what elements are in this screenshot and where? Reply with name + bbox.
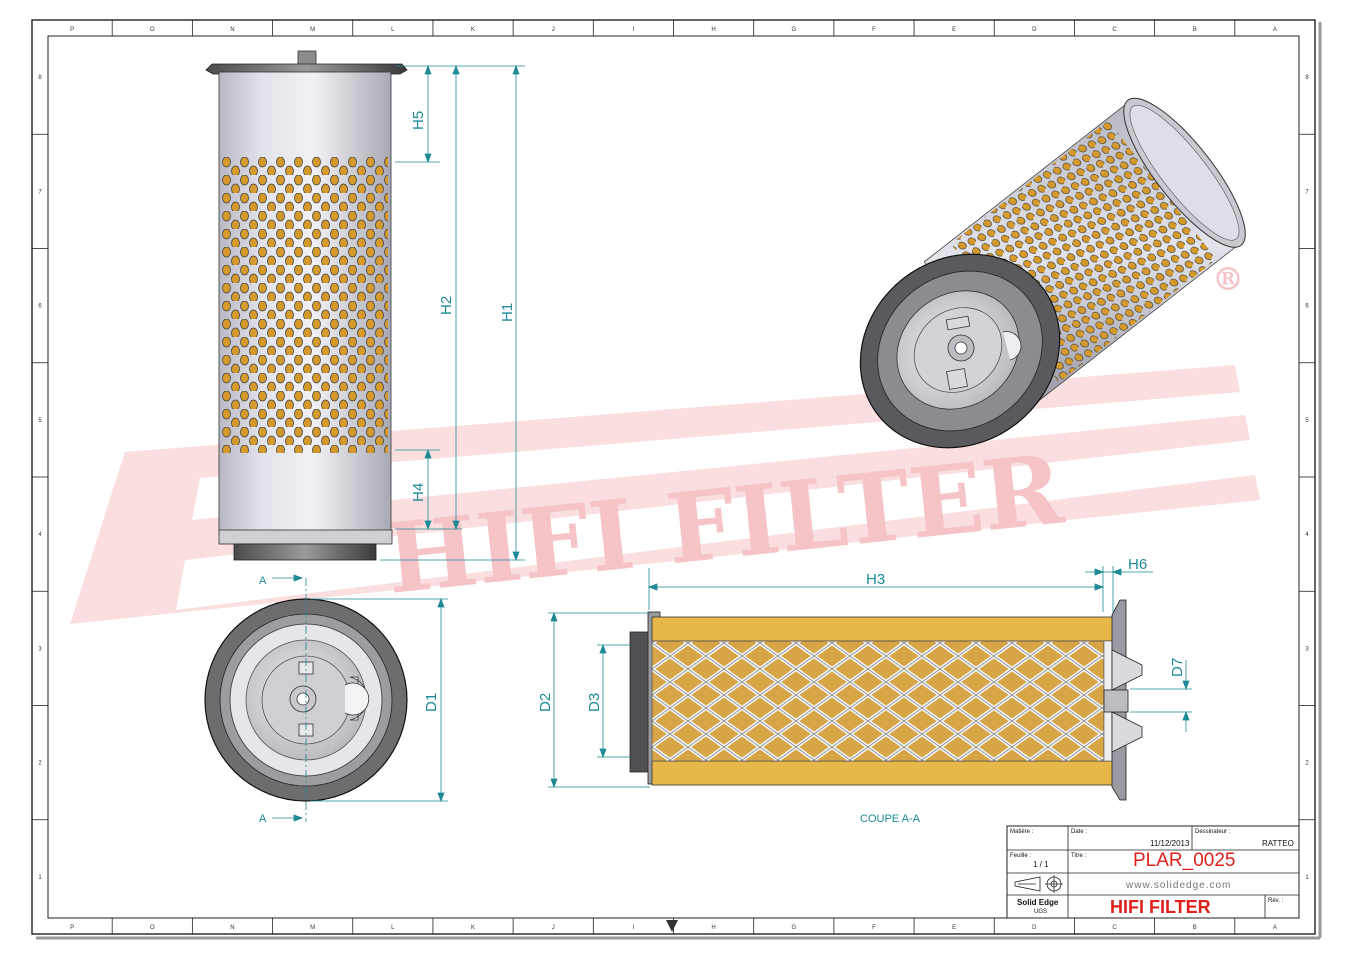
zone-col-top: L xyxy=(391,27,395,33)
tb-software-sub: UGS xyxy=(1034,909,1047,915)
dim-label-h3: H3 xyxy=(866,571,885,588)
watermark-registered: ® xyxy=(1212,260,1244,298)
tb-feuille-label: Feuille : xyxy=(1010,853,1031,859)
tb-website: www.solidedge.com xyxy=(1125,880,1231,891)
zone-row-right: 1 xyxy=(1305,875,1309,881)
tb-titre-label: Titre : xyxy=(1071,853,1086,859)
zone-col-bottom: N xyxy=(230,925,234,931)
zone-row-right: 4 xyxy=(1305,532,1309,538)
zone-col-bottom: B xyxy=(1193,925,1197,931)
zone-col-top: I xyxy=(633,27,635,33)
tb-matiere-label: Matière : xyxy=(1010,829,1034,835)
zone-col-top: B xyxy=(1193,27,1197,33)
section-label: COUPE A-A xyxy=(860,813,921,825)
title-block: Matière : Date : 11/12/2013 Dessinateur … xyxy=(1006,825,1300,919)
zone-col-top: N xyxy=(230,27,234,33)
zone-col-bottom: L xyxy=(391,925,395,931)
center-mark-icon xyxy=(666,920,678,932)
zone-row-left: 8 xyxy=(38,75,42,81)
section-view xyxy=(629,599,1143,801)
zone-col-top: K xyxy=(471,27,475,33)
zone-col-top: M xyxy=(310,27,315,33)
tb-dessinateur-value: RATTEO xyxy=(1262,839,1294,848)
zone-col-top: J xyxy=(552,27,555,33)
zone-col-top: E xyxy=(952,27,956,33)
zone-col-bottom: D xyxy=(1032,925,1037,931)
zone-col-bottom: K xyxy=(471,925,475,931)
zone-col-bottom: I xyxy=(633,925,635,931)
zone-col-bottom: O xyxy=(150,925,155,931)
section-view-dimensions xyxy=(548,566,1192,789)
dim-label-d2: D2 xyxy=(537,693,554,712)
tb-date-label: Date : xyxy=(1071,829,1087,835)
zone-row-right: 6 xyxy=(1305,304,1309,310)
zone-markers: P P O O N N M M L L K K J J I I H H G G F F E E D D C C B B A A 1 1 2 2 3 3 4 4… xyxy=(32,20,1315,934)
zone-col-bottom: M xyxy=(310,925,315,931)
zone-col-bottom: J xyxy=(552,925,555,931)
zone-col-top: C xyxy=(1112,27,1117,33)
section-marker-bottom: A xyxy=(259,813,267,825)
dim-label-h4: H4 xyxy=(410,483,427,502)
end-view-dimensions xyxy=(272,574,448,822)
dim-label-h6: H6 xyxy=(1128,556,1147,573)
dim-label-h2: H2 xyxy=(438,296,455,315)
zone-row-right: 8 xyxy=(1305,75,1309,81)
zone-row-left: 2 xyxy=(38,761,42,767)
zone-col-bottom: A xyxy=(1273,925,1277,931)
tb-software-logo: Solid Edge xyxy=(1017,898,1059,907)
end-view xyxy=(204,598,408,802)
zone-col-top: D xyxy=(1032,27,1037,33)
watermark-text: HIFI FILTER xyxy=(381,432,1070,616)
dim-label-d1: D1 xyxy=(423,693,440,712)
dim-label-d7: D7 xyxy=(1169,658,1186,677)
zone-row-left: 7 xyxy=(38,189,42,195)
zone-row-left: 5 xyxy=(38,418,42,424)
zone-col-top: P xyxy=(70,27,74,33)
tb-titre-value: PLAR_0025 xyxy=(1133,850,1235,871)
zone-col-top: A xyxy=(1273,27,1277,33)
zone-col-top: G xyxy=(791,27,796,33)
zone-row-right: 3 xyxy=(1305,646,1309,652)
zone-row-left: 1 xyxy=(38,875,42,881)
dim-label-h1: H1 xyxy=(499,303,516,322)
zone-col-bottom: E xyxy=(952,925,956,931)
zone-col-top: F xyxy=(872,27,876,33)
zone-row-right: 7 xyxy=(1305,189,1309,195)
front-view xyxy=(205,50,408,561)
zone-col-bottom: G xyxy=(791,925,796,931)
section-marker-top: A xyxy=(259,575,267,587)
zone-col-bottom: C xyxy=(1112,925,1117,931)
zone-row-right: 2 xyxy=(1305,761,1309,767)
front-view-dimensions xyxy=(380,64,525,562)
zone-row-left: 6 xyxy=(38,304,42,310)
isometric-view xyxy=(859,97,1246,449)
zone-col-bottom: F xyxy=(872,925,876,931)
zone-col-top: H xyxy=(711,27,715,33)
zone-col-top: O xyxy=(150,27,155,33)
tb-dessinateur-label: Dessinateur : xyxy=(1195,829,1231,835)
tb-date-value: 11/12/2013 xyxy=(1150,839,1190,848)
zone-row-left: 4 xyxy=(38,532,42,538)
zone-col-bottom: P xyxy=(70,925,74,931)
dim-label-h5: H5 xyxy=(410,111,427,130)
tb-rev-label: Rév. : xyxy=(1268,898,1284,904)
projection-symbol-icon xyxy=(1014,875,1063,893)
zone-row-right: 5 xyxy=(1305,418,1309,424)
tb-brand: HIFI FILTER xyxy=(1110,897,1211,917)
tb-feuille-value: 1 / 1 xyxy=(1033,860,1049,869)
zone-col-bottom: H xyxy=(711,925,715,931)
zone-row-left: 3 xyxy=(38,646,42,652)
dim-label-d3: D3 xyxy=(586,693,603,712)
